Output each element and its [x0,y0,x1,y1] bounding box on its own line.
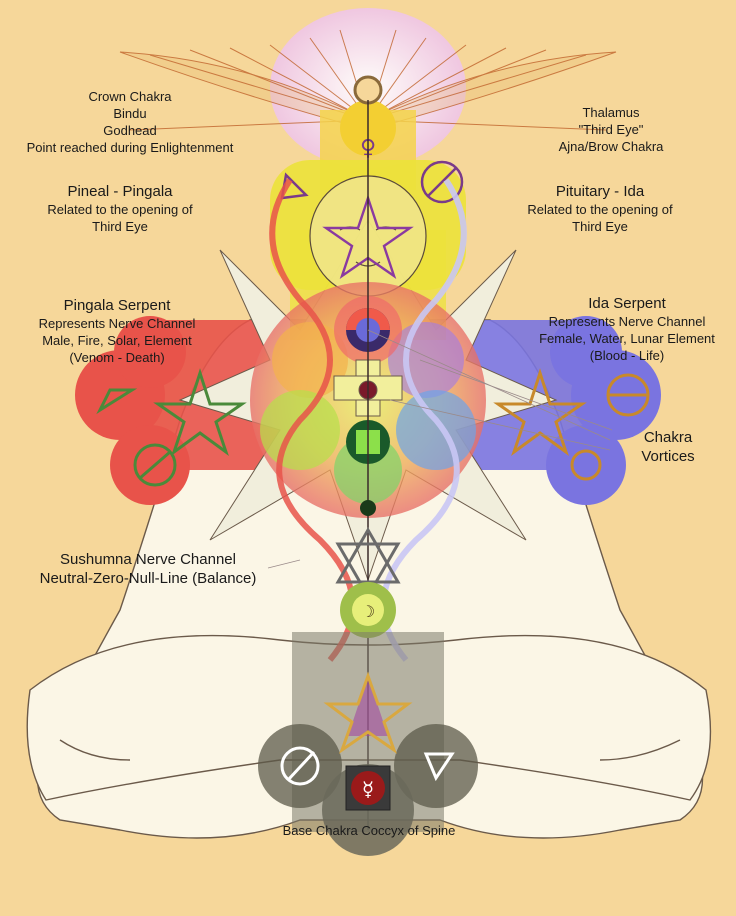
crescent-icon: ☽ [361,602,375,621]
sushumna-line-2: Neutral-Zero-Null-Line (Balance) [39,570,257,587]
pineal-label: Pineal - Pingala Related to the opening … [20,182,220,235]
sushumna-label: Sushumna Nerve Channel Neutral-Zero-Null… [18,550,278,588]
vortices-line-2: Vortices [641,448,695,465]
ida-label: Ida Serpent Represents Nerve Channel Fem… [522,294,732,364]
mercury-icon: ☿ [362,777,374,801]
ida-serpent [380,178,467,662]
thalamus-line-1: Thalamus [582,105,640,120]
crown-point-icon [353,75,383,105]
pituitary-title: Pituitary - Ida [555,183,645,200]
vortices-label: Chakra Vortices [616,428,720,466]
ida-line-3: (Blood - Life) [589,348,665,363]
crown-line-3: Godhead [103,123,157,138]
sushumna-line-1: Sushumna Nerve Channel [60,551,236,568]
base-block: ☿ [258,632,478,856]
thalamus-line-2: "Third Eye" [578,122,644,137]
ida-title: Ida Serpent [588,295,666,312]
base-label: Base Chakra Coccyx of Spine [266,822,472,839]
ida-glyphs [493,368,650,481]
crown-line-4: Point reached during Enlightenment [26,140,234,155]
pointer-lines [267,329,613,569]
ida-line-2: Female, Water, Lunar Element [539,331,715,346]
thalamus-label: Thalamus "Third Eye" Ajna/Brow Chakra [536,104,686,155]
pineal-title: Pineal - Pingala [67,183,173,200]
pituitary-line-1: Related to the opening of [527,202,673,217]
pituitary-label: Pituitary - Ida Related to the opening o… [500,182,700,235]
pingala-line-3: (Venom - Death) [69,350,165,365]
base-line-1: Base Chakra Coccyx of Spine [282,823,456,838]
sacral-chakra-icon: ☽ [340,582,396,638]
solar-node [360,500,376,516]
hexagram-inverse-icon [335,542,401,600]
pingala-title: Pingala Serpent [63,297,171,314]
pingala-label: Pingala Serpent Represents Nerve Channel… [22,296,212,366]
pineal-line-2: Third Eye [92,219,148,234]
pineal-line-1: Related to the opening of [47,202,193,217]
pituitary-line-2: Third Eye [572,219,628,234]
thalamus-line-3: Ajna/Brow Chakra [558,139,664,154]
wing-icon [119,29,617,131]
crown-label: Crown Chakra Bindu Godhead Point reached… [10,88,250,156]
crown-line-1: Crown Chakra [88,89,172,104]
pingala-line-2: Male, Fire, Solar, Element [42,333,192,348]
crown-line-2: Bindu [113,106,147,121]
pingala-glyphs [96,368,247,487]
pingala-line-1: Represents Nerve Channel [38,316,196,331]
ida-line-1: Represents Nerve Channel [548,314,706,329]
pingala-serpent [269,178,356,662]
vortices-line-1: Chakra [643,429,693,446]
base-pentagram-icon [323,671,413,754]
